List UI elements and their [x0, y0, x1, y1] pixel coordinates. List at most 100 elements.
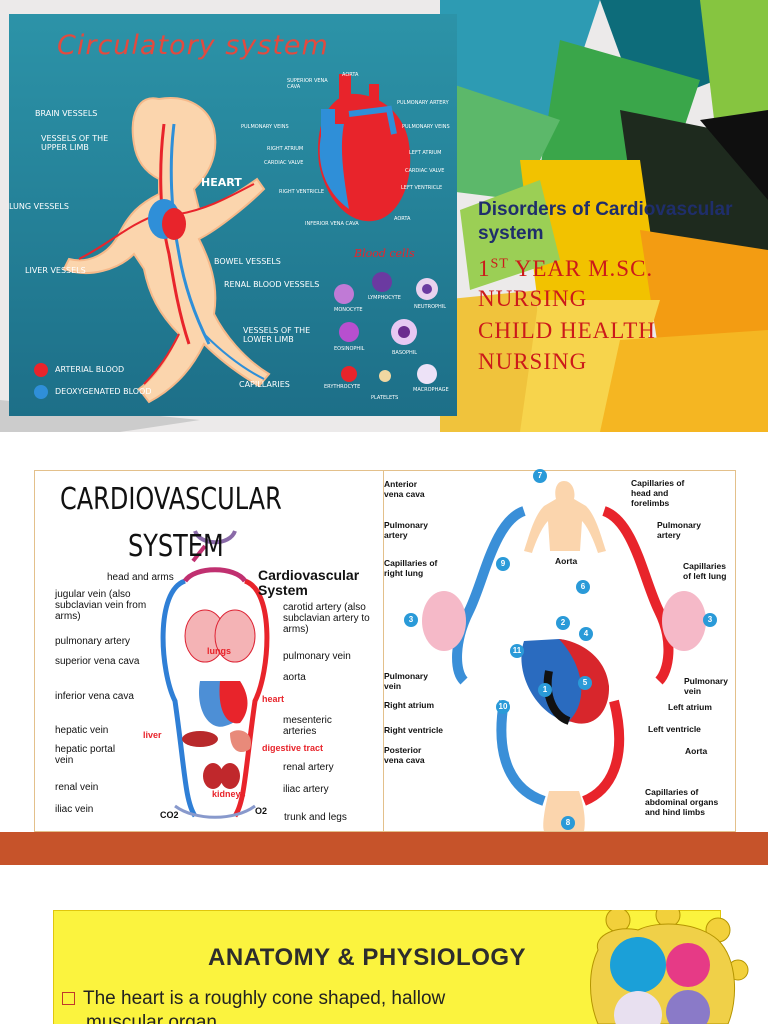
capillaries-abdominal-label: Capillaries of abdominal organs and hind…: [645, 787, 730, 817]
digestive-tract-label: digestive tract: [262, 743, 323, 753]
pulmonary-artery-right-label: Pulmonary artery: [657, 520, 717, 540]
anterior-vena-cava-label: Anterior vena cava: [384, 479, 434, 499]
right-ventricle-label: RIGHT VENTRICLE: [279, 189, 324, 195]
renal-vein-label: renal vein: [55, 782, 98, 793]
trunk-legs-label: trunk and legs: [284, 812, 347, 823]
nursing-line: NURSING: [478, 286, 587, 312]
pulmonary-veins-right-label: PULMONARY VEINS: [402, 124, 450, 130]
cardiac-valve-right-label: CARDIAC VALVE: [405, 168, 444, 174]
heart-aorta-bottom-label: AORTA: [394, 216, 410, 222]
number-marker: 4: [579, 627, 593, 641]
left-title-line-1: CARDIOVASCULAR: [60, 482, 282, 517]
renal-artery-label: renal artery: [283, 762, 334, 773]
number-marker: 9: [496, 557, 510, 571]
macrophage-label: MACROPHAGE: [413, 387, 449, 393]
capillaries-head-label: Capillaries of head and forelimbs: [631, 478, 706, 508]
kidneys-label: kidneys: [212, 789, 246, 799]
bullet-square-icon: [62, 992, 75, 1005]
left-atrium-label-right: Left atrium: [668, 702, 712, 712]
divider-bar: [0, 832, 768, 865]
capillaries-right-lung-label: Capillaries of right lung: [384, 558, 444, 578]
aorta-bottom-label: Aorta: [685, 746, 707, 756]
platelets-label: PLATELETS: [371, 395, 398, 401]
monocyte-label: MONOCYTE: [334, 307, 363, 313]
lower-limb-label: VESSELS OF THE LOWER LIMB: [243, 326, 318, 344]
number-marker: 11: [510, 644, 524, 658]
right-atrium-label-right: Right atrium: [384, 700, 434, 710]
brain-vessels-label: BRAIN VESSELS: [35, 109, 97, 118]
pulmonary-vein-left-label: Pulmonary vein: [384, 671, 434, 691]
neutrophil-label: NEUTROPHIL: [414, 304, 446, 310]
number-marker: 7: [533, 469, 547, 483]
title-slide: Circulatory system BRAIN VESSELS VESSELS…: [0, 0, 768, 432]
circulatory-system-illustration: Circulatory system BRAIN VESSELS VESSELS…: [9, 14, 457, 416]
right-ventricle-label-right: Right ventricle: [384, 725, 443, 735]
inferior-vena-cava-label-left: inferior vena cava: [55, 691, 140, 702]
eosinophil-label: EOSINOPHIL: [334, 346, 364, 352]
cardiac-valve-left-label: CARDIAC VALVE: [264, 160, 303, 166]
heart-organ-label: heart: [262, 694, 284, 704]
pulmonary-veins-left-label: PULMONARY VEINS: [241, 124, 289, 130]
anatomy-heading: ANATOMY & PHYSIOLOGY: [208, 944, 526, 972]
o2-label: O2: [255, 806, 267, 816]
erythrocyte-label: ERYTHROCYTE: [324, 384, 360, 390]
number-marker: 5: [578, 676, 592, 690]
mesenteric-arteries-label: mesenteric arteries: [283, 715, 353, 737]
liver-label: liver: [143, 730, 162, 740]
right-atrium-label: RIGHT ATRIUM: [267, 146, 303, 152]
number-marker: 1: [538, 683, 552, 697]
capillaries-label: CAPILLARIES: [239, 380, 290, 389]
iliac-vein-label: iliac vein: [55, 804, 93, 815]
year-superscript: ST: [491, 256, 509, 271]
superior-vena-cava-label-left: superior vena cava: [55, 656, 140, 667]
carotid-artery-label: carotid artery (also subclavian artery t…: [283, 602, 373, 635]
number-marker: 3: [404, 613, 418, 627]
number-marker: 2: [556, 616, 570, 630]
left-ventricle-label: LEFT VENTRICLE: [401, 185, 442, 191]
number-marker: 6: [576, 580, 590, 594]
bowel-vessels-label: BOWEL VESSELS: [214, 257, 281, 266]
number-marker: 10: [496, 700, 510, 714]
left-ventricle-label-right: Left ventricle: [648, 724, 701, 734]
pulmonary-vein-label: pulmonary vein: [283, 651, 351, 662]
jugular-vein-label: jugular vein (also subclavian vein from …: [55, 589, 160, 622]
number-marker: 8: [561, 816, 575, 830]
heart-model-image: [578, 910, 768, 1024]
illustration-title: Circulatory system: [57, 30, 329, 61]
pulmonary-artery-label: pulmonary artery: [55, 636, 130, 647]
hepatic-portal-vein-label: hepatic portal vein: [55, 744, 135, 766]
basophil-label: BASOPHIL: [392, 350, 417, 356]
hepatic-vein-label: hepatic vein: [55, 725, 108, 736]
bullet-text-continued: muscular organ: [86, 1012, 217, 1024]
co2-label: CO2: [160, 810, 179, 820]
bullet-line-1: The heart is a roughly cone shaped, hall…: [83, 988, 445, 1009]
heart-pulmonary-artery-label: PULMONARY ARTERY: [397, 100, 449, 106]
left-atrium-label: LEFT ATRIUM: [409, 150, 441, 156]
pulmonary-artery-right-panel-left-label: Pulmonary artery: [384, 520, 434, 540]
heart-label: HEART: [201, 176, 242, 189]
slide-heading: Disorders of Cardiovascular system: [478, 198, 758, 246]
inferior-vena-cava-label: INFERIOR VENA CAVA: [305, 221, 359, 227]
posterior-vena-cava-label: Posterior vena cava: [384, 745, 434, 765]
arterial-blood-legend: ARTERIAL BLOOD: [55, 365, 124, 374]
heart-aorta-top-label: AORTA: [342, 72, 358, 78]
deoxygenated-blood-legend: DEOXYGENATED BLOOD: [55, 387, 152, 396]
renal-vessels-label: RENAL BLOOD VESSELS: [224, 280, 319, 289]
lungs-label: lungs: [207, 646, 231, 656]
number-marker: 3: [703, 613, 717, 627]
nursing-line-2: NURSING: [478, 349, 587, 375]
head-arms-label: head and arms: [107, 572, 174, 583]
superior-vena-cava-label: SUPERIOR VENA CAVA: [287, 78, 329, 90]
lung-vessels-label: LUNG VESSELS: [9, 202, 69, 211]
pulmonary-vein-right-label: Pulmonary vein: [684, 676, 734, 696]
aorta-top-label: Aorta: [555, 556, 577, 566]
year-rest: YEAR M.SC.: [509, 256, 653, 281]
cv-system-title: Cardiovascular System: [258, 568, 378, 598]
liver-vessels-label: LIVER VESSELS: [25, 266, 86, 275]
year-line: 1ST YEAR M.SC.: [478, 256, 653, 282]
child-health-line: CHILD HEALTH: [478, 318, 656, 344]
upper-limb-label: VESSELS OF THE UPPER LIMB: [41, 134, 111, 152]
year-number: 1: [478, 256, 491, 281]
lymphocyte-label: LYMPHOCYTE: [368, 295, 401, 301]
cardiovascular-system-slide: CARDIOVASCULAR SYSTEM Cardiovascular Sys…: [0, 432, 768, 872]
